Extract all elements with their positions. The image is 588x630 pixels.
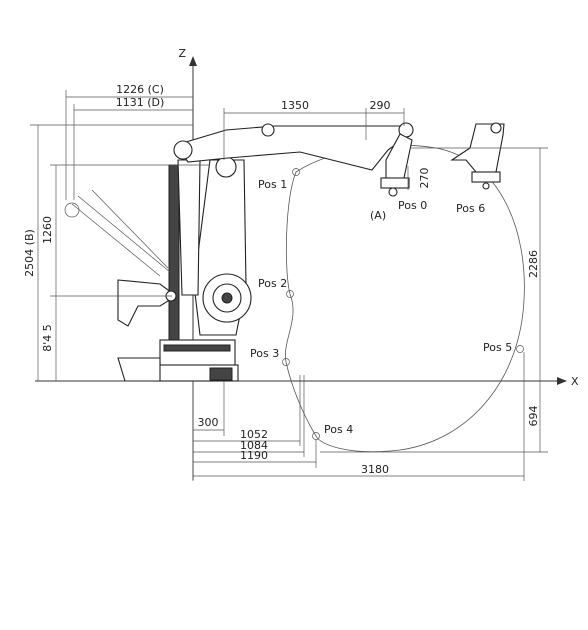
pos3-label: Pos 3 (250, 347, 279, 360)
pos4-marker (312, 432, 320, 440)
dimension-1350: 1350 (223, 99, 366, 160)
robot-column (168, 156, 252, 341)
svg-text:300: 300 (198, 416, 219, 429)
svg-text:2504 (B): 2504 (B) (23, 229, 36, 277)
a-label: (A) (370, 209, 386, 222)
dimension-290: 290 (365, 99, 405, 140)
dimension-3180: 3180 (192, 352, 525, 481)
dimension-1131: 1131 (D) (73, 96, 193, 200)
svg-text:8'4 5: 8'4 5 (41, 324, 54, 352)
dimension-2504: 2504 (B) (23, 124, 193, 381)
dimension-845: 8'4 5 (41, 296, 57, 381)
gripper-pos6 (450, 122, 505, 190)
reach-path (285, 144, 525, 453)
dimension-1052: 1052 (193, 375, 301, 446)
svg-text:1350: 1350 (281, 99, 309, 112)
pos2-marker (286, 290, 294, 298)
dimension-1084: 1084 (193, 375, 305, 457)
positions: Pos 1 Pos 2 Pos 3 Pos 4 Pos 5 Pos 0 (A) … (250, 168, 524, 440)
dimension-1190: 1190 (193, 440, 317, 468)
pos3-marker (282, 358, 290, 366)
svg-text:694: 694 (527, 406, 540, 427)
robot-arm (173, 122, 414, 197)
svg-text:1190: 1190 (240, 449, 268, 462)
dimension-694: 694 (320, 381, 548, 453)
dimension-300: 300 (193, 381, 225, 436)
robot-base (117, 339, 239, 382)
dimension-2286: 2286 (410, 147, 548, 381)
x-axis: X (35, 375, 579, 388)
pos6-label: Pos 6 (456, 202, 485, 215)
svg-text:1131 (D): 1131 (D) (116, 96, 165, 109)
robot-arm-lower-pose (64, 189, 177, 327)
pos0-label: Pos 0 (398, 199, 427, 212)
pos1-marker (292, 168, 300, 176)
pos4-label: Pos 4 (324, 423, 353, 436)
x-axis-label: X (571, 375, 579, 388)
svg-text:1226 (C): 1226 (C) (116, 83, 164, 96)
dimension-270: 270 (407, 166, 431, 190)
svg-text:1260: 1260 (41, 216, 54, 244)
pos5-label: Pos 5 (483, 341, 512, 354)
svg-text:290: 290 (370, 99, 391, 112)
pos2-label: Pos 2 (258, 277, 287, 290)
pos1-label: Pos 1 (258, 178, 287, 191)
svg-text:3180: 3180 (361, 463, 389, 476)
pos5-marker (516, 345, 524, 353)
svg-text:1052: 1052 (240, 428, 268, 441)
dimension-1260: 1260 (41, 164, 210, 297)
svg-text:2286: 2286 (527, 250, 540, 278)
svg-text:270: 270 (418, 168, 431, 189)
dimension-1226: 1226 (C) (65, 83, 193, 200)
z-axis-label: Z (178, 47, 186, 60)
svg-text:1084: 1084 (240, 439, 268, 452)
